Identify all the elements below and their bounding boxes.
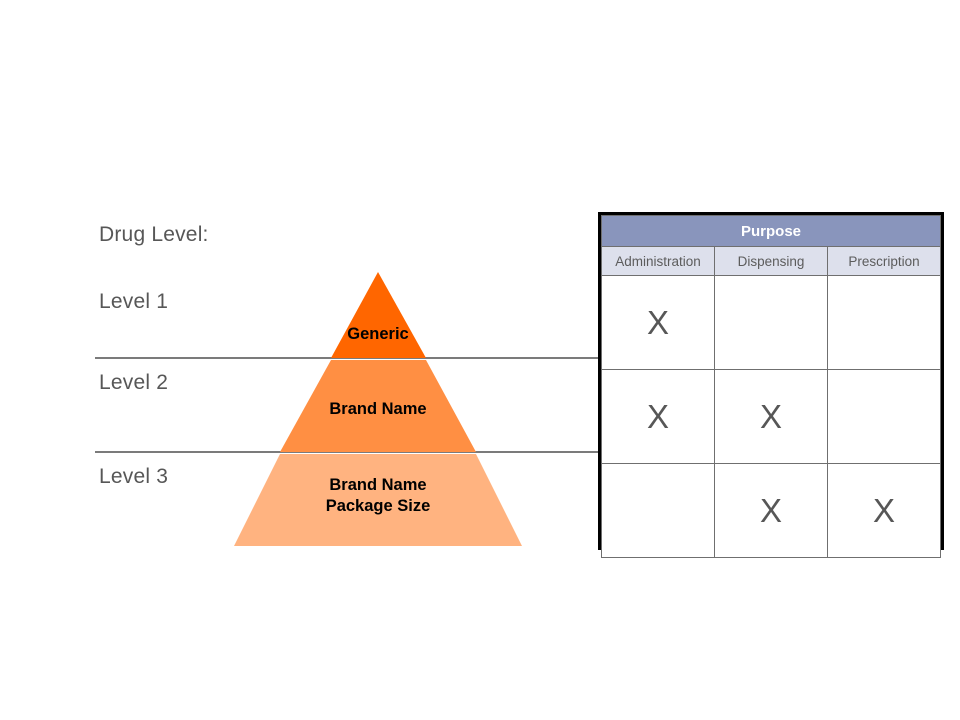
table-row: X xyxy=(601,275,941,370)
purpose-group-header: Purpose xyxy=(601,215,941,247)
level-2-label: Level 2 xyxy=(99,371,169,394)
cell-level1-administration: X xyxy=(601,275,715,370)
mark-level3-dispensing: X xyxy=(759,492,782,529)
mark-level1-administration: X xyxy=(646,304,669,341)
pyramid-tier-top xyxy=(331,272,426,358)
cell-level2-prescription xyxy=(827,369,941,464)
cell-level1-prescription xyxy=(827,275,941,370)
pyramid-tier-middle-line-1: Brand Name xyxy=(329,400,427,418)
pyramid-tier-bottom xyxy=(234,454,522,546)
column-header-dispensing: Dispensing xyxy=(714,246,828,276)
drug-level-title: Drug Level: xyxy=(99,223,209,246)
level-3-label: Level 3 xyxy=(99,465,169,488)
mark-level3-prescription: X xyxy=(872,492,895,529)
mark-level2-dispensing: X xyxy=(759,398,782,435)
purpose-matrix: Purpose Administration Dispensing Prescr… xyxy=(601,215,941,558)
pyramid-tier-bottom-line-2: Package Size xyxy=(325,497,431,515)
cell-level1-dispensing xyxy=(714,275,828,370)
pyramid-tier-top-line-1: Generic xyxy=(347,325,409,343)
pyramid-graphic xyxy=(230,272,530,550)
level-1-label: Level 1 xyxy=(99,290,169,313)
pyramid-tier-top-label: Generic xyxy=(258,324,498,345)
table-column-header-row: Administration Dispensing Prescription xyxy=(601,246,941,276)
table-body: X X X xyxy=(601,275,941,558)
pyramid-tier-middle xyxy=(280,360,476,452)
column-header-administration: Administration xyxy=(601,246,715,276)
mark-level2-administration: X xyxy=(646,398,669,435)
table-row: X X xyxy=(601,463,941,558)
pyramid-tier-bottom-label: Brand Name Package Size xyxy=(258,475,498,517)
cell-level2-administration: X xyxy=(601,369,715,464)
cell-level2-dispensing: X xyxy=(714,369,828,464)
cell-level3-prescription: X xyxy=(827,463,941,558)
cell-level3-administration xyxy=(601,463,715,558)
pyramid-tier-bottom-line-1: Brand Name xyxy=(329,476,427,494)
table-group-header-row: Purpose xyxy=(601,215,941,247)
purpose-table: Purpose Administration Dispensing Prescr… xyxy=(598,212,944,558)
table-head: Purpose Administration Dispensing Prescr… xyxy=(601,215,941,276)
pyramid-tier-middle-label: Brand Name xyxy=(258,399,498,420)
table-row: X X xyxy=(601,369,941,464)
column-header-prescription: Prescription xyxy=(827,246,941,276)
cell-level3-dispensing: X xyxy=(714,463,828,558)
